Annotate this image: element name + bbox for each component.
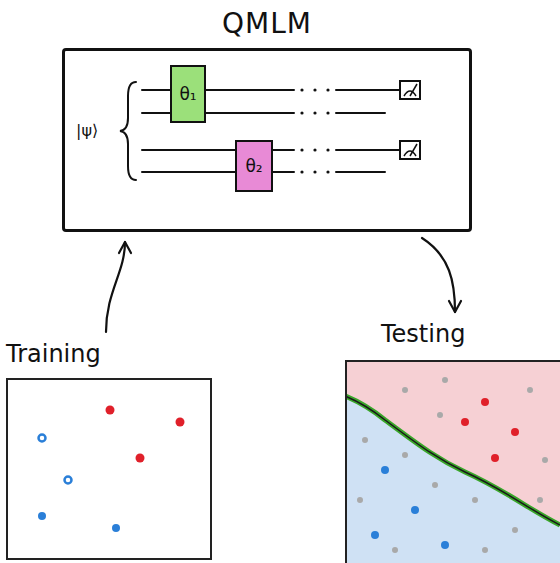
data-panel: Training xyxy=(6,338,212,560)
testing-decision-map xyxy=(345,360,560,563)
flow-arrow xyxy=(422,238,461,312)
training-scatter xyxy=(6,378,212,560)
model-box: QMLM |ψ⟩ θ₁ θ₂ xyxy=(62,6,472,232)
panel-frame xyxy=(345,360,560,563)
arrow-line xyxy=(106,242,125,332)
panel-heading: Training xyxy=(6,338,101,370)
panel-frame xyxy=(6,378,212,560)
diagram-title: QMLM xyxy=(62,6,472,42)
gate-box: θ₁ xyxy=(170,65,206,123)
panel-heading: Testing xyxy=(381,318,465,350)
gate-box: θ₂ xyxy=(235,140,273,192)
arrow-head xyxy=(119,242,131,253)
data-panel: Testing xyxy=(345,318,560,563)
parameter-label: θ₁ xyxy=(179,84,196,104)
flow-arrow xyxy=(106,242,131,332)
parameter-label: θ₂ xyxy=(245,156,262,176)
arrow-head xyxy=(449,301,461,312)
state-label: |ψ⟩ xyxy=(76,120,98,142)
